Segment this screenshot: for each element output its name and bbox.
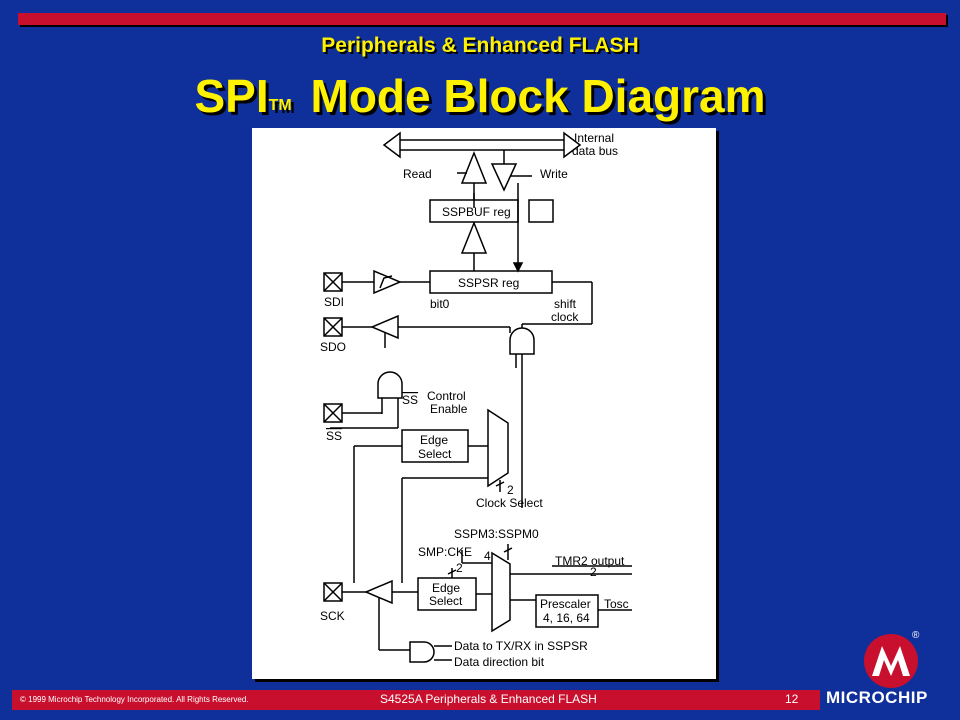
label-sspbuf: SSPBUF reg: [442, 205, 511, 219]
label-write: Write: [540, 167, 568, 181]
label-edge1-b: Select: [418, 447, 452, 461]
label-sdo: SDO: [320, 340, 346, 354]
label-databus: data bus: [572, 144, 618, 158]
write-buffer: [490, 163, 518, 192]
label-tosc: Tosc: [604, 597, 629, 611]
label-data-txrx: Data to TX/RX in SSPSR: [454, 639, 588, 653]
microchip-brand-text: MICROCHIP: [826, 688, 928, 707]
read-buffer: [460, 150, 488, 184]
label-clock-select: Clock Select: [476, 496, 543, 510]
title-spi: SPI: [194, 70, 269, 122]
label-sspsr: SSPSR reg: [458, 276, 519, 290]
label-bit0: bit0: [430, 297, 450, 311]
label-smp: SMP:CKE: [418, 545, 472, 559]
label-control: Control: [427, 389, 466, 403]
label-edge2-a: Edge: [432, 581, 460, 595]
label-sdi: SDI: [324, 295, 344, 309]
label-ss-pin: SS: [326, 429, 342, 443]
label-smp-bits: 2: [456, 561, 463, 575]
label-ss-gate: SS: [402, 393, 418, 407]
label-shift: shift: [554, 297, 577, 311]
microchip-logo-icon: [864, 634, 918, 688]
copyright-text: © 1999 Microchip Technology Incorporated…: [20, 695, 249, 704]
page-number: 12: [785, 692, 799, 706]
label-data-dir: Data direction bit: [454, 655, 545, 669]
label-prescaler-values: 4, 16, 64: [543, 611, 590, 625]
label-clock: clock: [551, 310, 579, 324]
and-gate-direction: [409, 641, 435, 663]
title-trademark: TM: [268, 97, 292, 114]
slide-title: SPITM Mode Block Diagram: [0, 68, 960, 124]
label-sck: SCK: [320, 609, 345, 623]
label-prescaler: Prescaler: [540, 597, 591, 611]
load-buffer: [460, 220, 488, 254]
and-gate-control: [377, 371, 403, 399]
label-edge2-b: Select: [429, 594, 463, 608]
sspbuf-side-box: [528, 199, 554, 223]
bottom-accent-bar: [12, 690, 820, 710]
label-tmr2: TMR2 output: [555, 554, 625, 568]
label-internal: Internal: [574, 131, 614, 145]
slide-subtitle: Peripherals & Enhanced FLASH: [321, 34, 639, 57]
label-sspm: SSPM3:SSPM0: [454, 527, 539, 541]
spi-block-diagram: Internal data bus Read Write SSPBUF reg …: [252, 128, 716, 679]
label-enable: Enable: [430, 402, 468, 416]
clock-select-mux: [487, 408, 509, 488]
prescaler-box: [535, 594, 599, 628]
label-read: Read: [403, 167, 432, 181]
title-rest: Mode Block Diagram: [297, 70, 766, 122]
label-sspm-bits: 4: [484, 549, 491, 563]
and-gate-shift: [509, 327, 535, 355]
label-edge1-a: Edge: [420, 433, 448, 447]
sdi-buffer: [373, 269, 402, 295]
registered-mark: ®: [912, 630, 920, 641]
clock-source-mux: [491, 551, 511, 633]
top-accent-bar: [18, 13, 946, 25]
footer-course-title: S4525A Peripherals & Enhanced FLASH: [380, 692, 597, 706]
label-clock-bits: 2: [507, 483, 514, 497]
internal-data-bus-arrow: [382, 131, 582, 159]
label-tmr2-div: 2: [590, 565, 597, 579]
